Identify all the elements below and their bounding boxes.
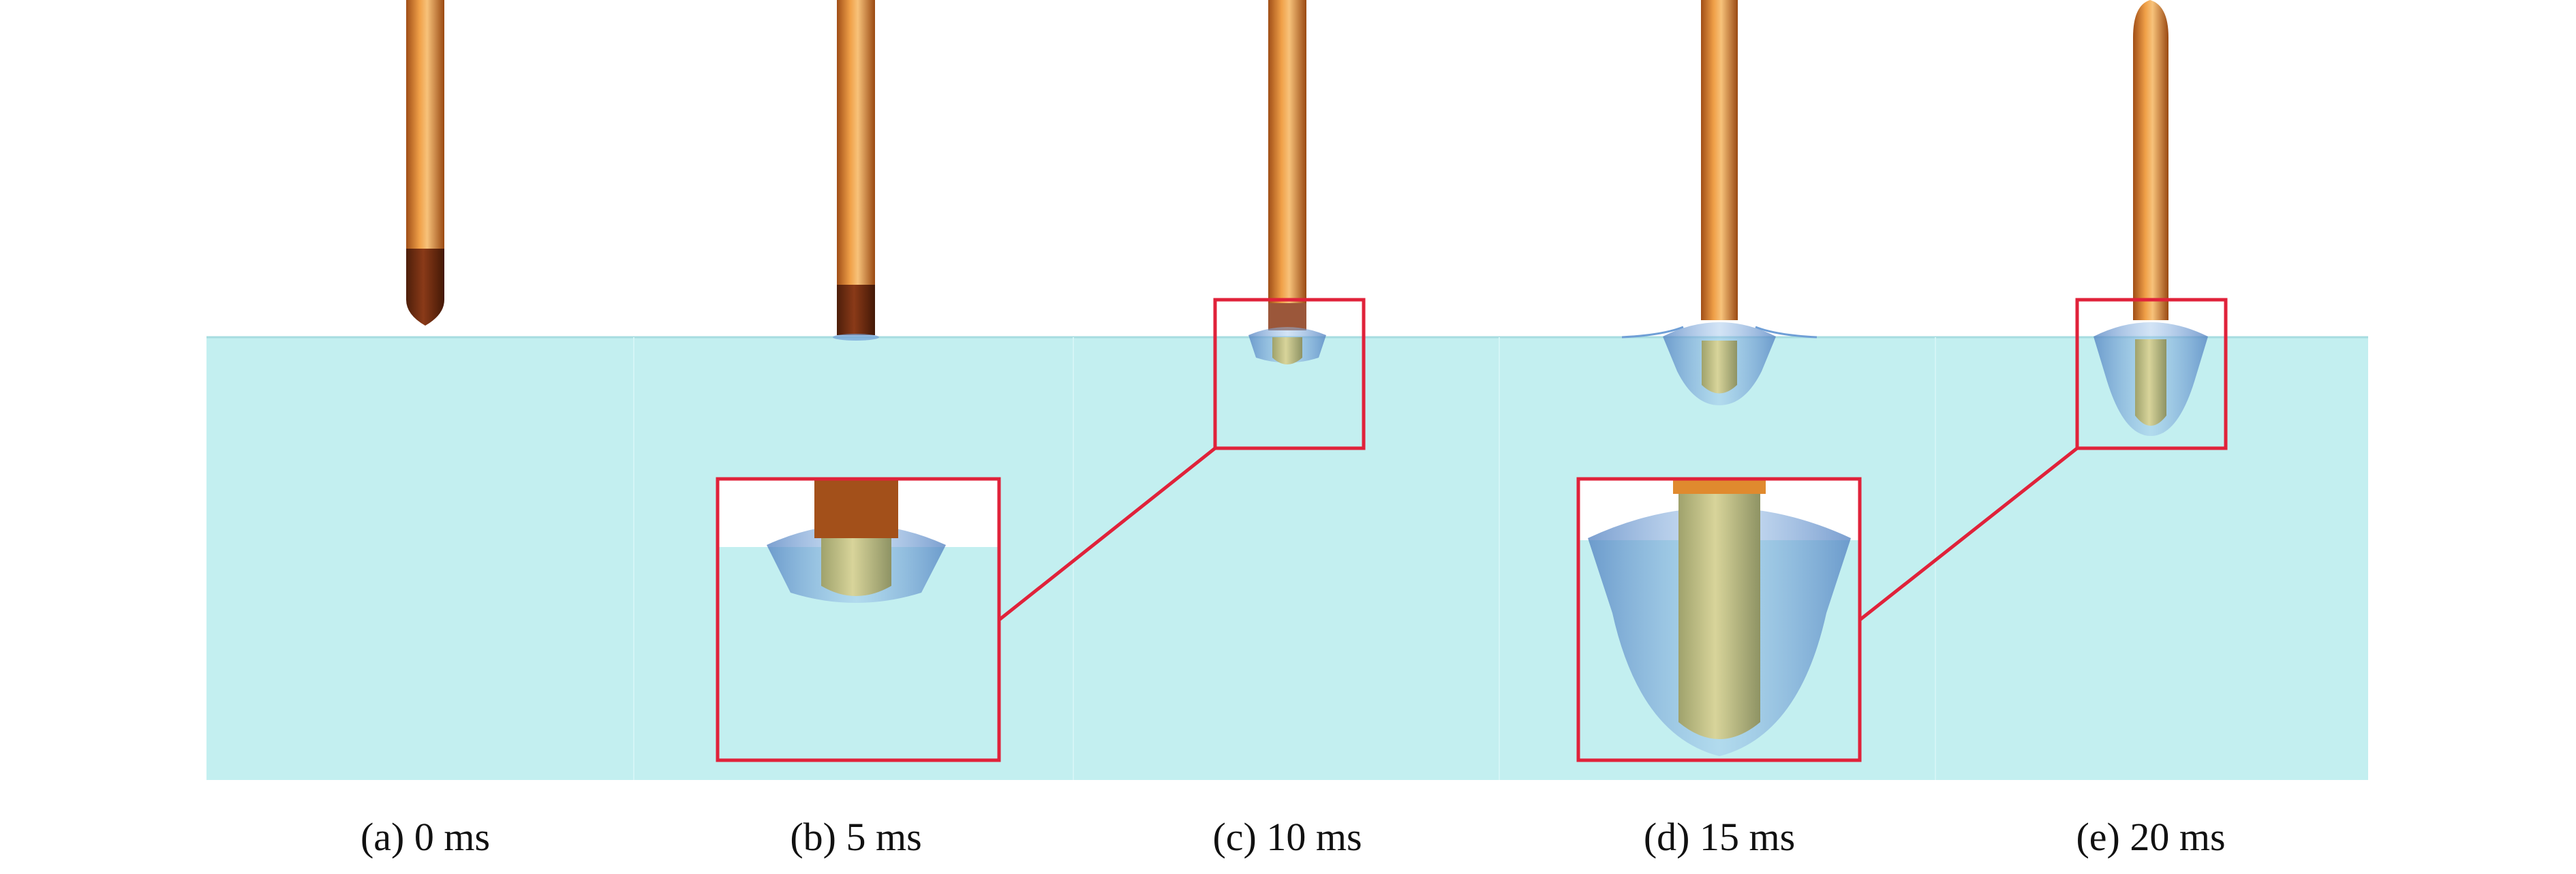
zoom-connector-c xyxy=(998,447,1216,621)
projectile-e xyxy=(2094,0,2208,436)
highlight-box-c xyxy=(1213,298,1366,450)
caption-e: (e) 20 ms xyxy=(2076,815,2226,859)
caption-d: (d) 15 ms xyxy=(1643,815,1796,859)
projectile-a xyxy=(406,0,444,326)
projectile-b xyxy=(833,0,879,341)
zoom-connector-e xyxy=(1858,447,2079,621)
projectile-d xyxy=(1621,0,1818,405)
projectile-c xyxy=(1248,0,1326,364)
inset-zoom-e xyxy=(1576,477,1862,762)
caption-b: (b) 5 ms xyxy=(790,815,922,859)
inset-zoom-c xyxy=(716,477,1001,762)
caption-a: (a) 0 ms xyxy=(360,815,491,859)
highlight-box-e xyxy=(2075,298,2228,450)
caption-c: (c) 10 ms xyxy=(1212,815,1362,859)
water-tank xyxy=(206,337,2368,780)
